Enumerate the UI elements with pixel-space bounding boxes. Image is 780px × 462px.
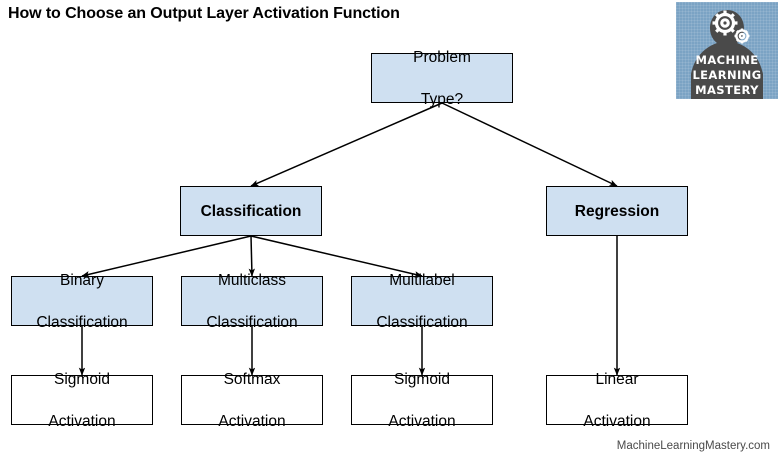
gear-icon xyxy=(712,10,738,36)
node-multiclass-classification-line1: Multiclass xyxy=(217,271,287,289)
footer-attribution: MachineLearningMastery.com xyxy=(616,440,770,452)
logo-wordmark: MACHINE LEARNING MASTERY xyxy=(676,53,778,98)
node-multilabel-classification[interactable]: Multilabel Classification xyxy=(351,272,493,331)
node-softmax-activation-line1: Softmax xyxy=(223,370,281,388)
edge-classification-to-multilabel-classification xyxy=(250,235,423,278)
node-problem-type-line1: Problem xyxy=(413,48,471,66)
logo-line-machine: MACHINE xyxy=(695,53,759,67)
node-linear-activation-line1: Linear xyxy=(595,370,639,388)
node-binary-classification-line2: Classification xyxy=(36,313,128,331)
logo-silhouette-icon xyxy=(691,10,763,99)
node-classification[interactable]: Classification xyxy=(180,186,322,236)
node-linear-activation-line2: Activation xyxy=(583,412,651,430)
node-linear-activation[interactable]: Linear Activation xyxy=(546,371,688,430)
node-classification-label: Classification xyxy=(200,202,302,220)
logo-line-learning: LEARNING xyxy=(692,68,762,82)
node-problem-type[interactable]: Problem Type? xyxy=(371,49,513,108)
node-sigmoid-activation-binary-line1: Sigmoid xyxy=(54,370,110,388)
page-title: How to Choose an Output Layer Activation… xyxy=(8,5,400,22)
gear-small-icon xyxy=(734,28,750,44)
edge-classification-to-binary-classification xyxy=(81,235,252,278)
node-problem-type-line2: Type? xyxy=(420,90,464,108)
node-sigmoid-activation-binary-line2: Activation xyxy=(48,412,116,430)
node-sigmoid-activation-multilabel-line2: Activation xyxy=(388,412,456,430)
node-multiclass-classification[interactable]: Multiclass Classification xyxy=(181,272,323,331)
node-sigmoid-activation-multilabel[interactable]: Sigmoid Activation xyxy=(351,371,493,430)
edge-problem-type-to-classification xyxy=(250,102,443,187)
edge-classification-to-multiclass-classification xyxy=(248,235,256,277)
node-regression-label: Regression xyxy=(574,202,660,220)
node-sigmoid-activation-binary[interactable]: Sigmoid Activation xyxy=(11,371,153,430)
logo-line-mastery: MASTERY xyxy=(695,83,759,97)
node-multilabel-classification-line2: Classification xyxy=(376,313,468,331)
node-multiclass-classification-line2: Classification xyxy=(206,313,298,331)
node-softmax-activation[interactable]: Softmax Activation xyxy=(181,371,323,430)
machine-learning-mastery-logo: MACHINE LEARNING MASTERY xyxy=(676,2,778,99)
node-regression[interactable]: Regression xyxy=(546,186,688,236)
node-softmax-activation-line2: Activation xyxy=(218,412,286,430)
node-binary-classification[interactable]: Binary Classification xyxy=(11,272,153,331)
node-sigmoid-activation-multilabel-line1: Sigmoid xyxy=(394,370,450,388)
node-binary-classification-line1: Binary xyxy=(60,271,104,289)
edge-problem-type-to-regression xyxy=(441,102,618,187)
node-multilabel-classification-line1: Multilabel xyxy=(389,271,455,289)
